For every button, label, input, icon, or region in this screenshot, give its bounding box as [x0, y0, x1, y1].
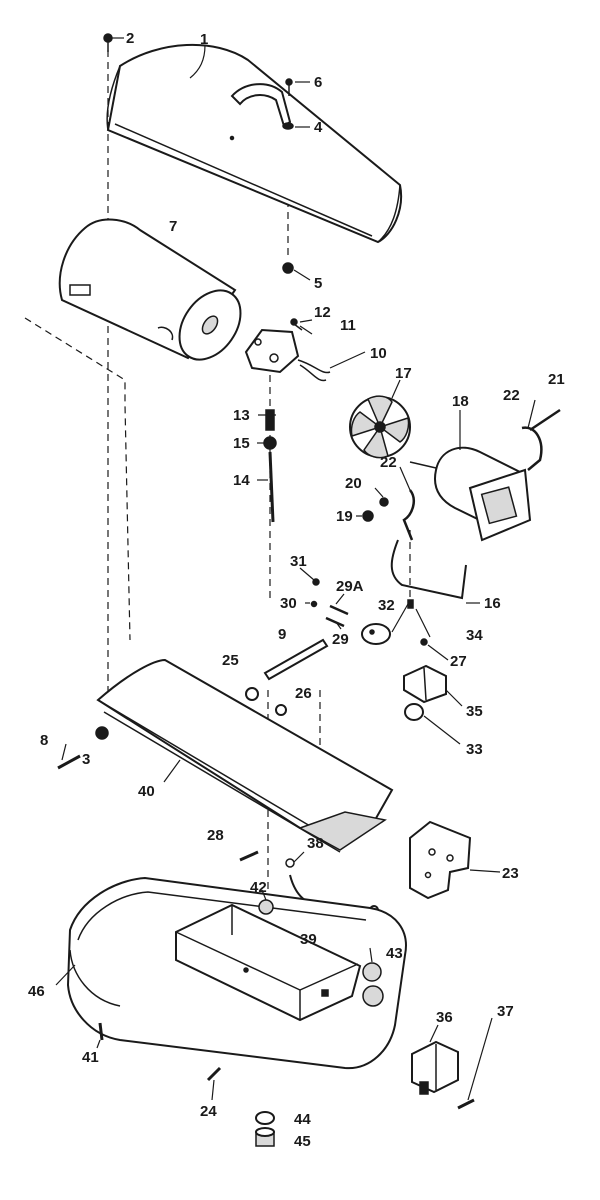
callout-28: 28 — [207, 827, 224, 844]
part-42-grommet — [258, 899, 274, 915]
part-40-lower-shell — [96, 658, 394, 853]
callout-2: 2 — [126, 30, 134, 47]
callout-40: 40 — [138, 783, 155, 800]
callout-34: 34 — [466, 627, 483, 644]
part-20-nut — [379, 497, 389, 507]
callout-35: 35 — [466, 703, 483, 720]
part-15-nut — [263, 436, 277, 450]
part-7-combustion-chamber — [58, 218, 242, 361]
callout-41: 41 — [82, 1049, 99, 1066]
callout-11: 11 — [340, 317, 356, 334]
callout-labels: 1 2 3 4 5 6 7 8 9 10 11 12 13 14 15 16 1… — [28, 30, 565, 1150]
callout-14: 14 — [233, 472, 250, 489]
callout-29: 29 — [332, 631, 349, 648]
part-19-nut — [362, 510, 374, 522]
part-1-top-shell — [106, 44, 403, 244]
callout-32: 32 — [378, 597, 395, 614]
callout-22-lower: 22 — [380, 454, 397, 471]
part-21-screw — [529, 408, 561, 432]
part-18-motor — [409, 446, 532, 542]
part-28-screw — [239, 850, 259, 862]
part-2-screw — [103, 33, 113, 52]
callout-25: 25 — [222, 652, 239, 669]
callout-24: 24 — [200, 1103, 217, 1120]
callout-27: 27 — [450, 653, 467, 670]
callout-10: 10 — [370, 345, 387, 362]
callout-4: 4 — [314, 119, 323, 136]
callout-16: 16 — [484, 595, 501, 612]
callout-3: 3 — [82, 751, 90, 768]
callout-6: 6 — [314, 74, 322, 91]
part-37-screw — [457, 1098, 475, 1110]
callout-19: 19 — [336, 508, 353, 525]
callout-22-upper: 22 — [503, 387, 520, 404]
part-35-switch — [403, 664, 447, 704]
callout-5: 5 — [314, 275, 322, 292]
part-30-washer — [310, 600, 318, 608]
part-29a-fitting — [329, 604, 349, 616]
part-16-wire — [390, 539, 467, 600]
part-8-screw — [57, 754, 81, 770]
callout-37: 37 — [497, 1003, 514, 1020]
part-43-fuel-cap — [362, 962, 384, 1007]
callout-1: 1 — [200, 31, 208, 48]
callout-30: 30 — [280, 595, 297, 612]
part-41-screw — [98, 1022, 104, 1041]
part-33-knob — [404, 703, 424, 721]
part-38-grommet — [285, 858, 295, 868]
callout-leaders — [55, 37, 536, 1101]
callout-36: 36 — [436, 1009, 453, 1026]
part-31-screw — [312, 578, 320, 586]
callout-21: 21 — [548, 371, 565, 388]
callout-43: 43 — [386, 945, 403, 962]
part-22-bracket-upper — [521, 426, 543, 471]
callout-42: 42 — [250, 879, 267, 896]
part-13-nozzle — [265, 409, 275, 431]
callout-20: 20 — [345, 475, 362, 492]
callout-33: 33 — [466, 741, 483, 758]
part-32-filter — [361, 623, 391, 645]
callout-9: 9 — [278, 626, 286, 643]
callout-13: 13 — [233, 407, 250, 424]
callout-39: 39 — [300, 931, 317, 948]
part-12-screw — [290, 318, 303, 331]
part-45-drain-plug — [255, 1127, 275, 1147]
part-44-washer — [255, 1111, 275, 1125]
part-22-bracket-lower — [402, 489, 415, 541]
callout-8: 8 — [40, 732, 48, 749]
callout-31: 31 — [290, 553, 307, 570]
callout-26: 26 — [295, 685, 312, 702]
callout-17: 17 — [395, 365, 412, 382]
callout-18: 18 — [452, 393, 469, 410]
part-14-tube — [268, 451, 275, 523]
callout-45: 45 — [294, 1133, 311, 1150]
callout-29a: 29A — [336, 578, 364, 595]
part-26-grommet — [275, 704, 287, 716]
callout-15: 15 — [233, 435, 250, 452]
part-34-clip — [407, 599, 414, 609]
callout-38: 38 — [307, 835, 324, 852]
callout-46: 46 — [28, 983, 45, 1000]
callout-12: 12 — [314, 304, 331, 321]
part-23-bracket — [409, 820, 472, 900]
part-36-control-module — [411, 1040, 459, 1095]
callout-23: 23 — [502, 865, 519, 882]
callout-44: 44 — [294, 1111, 311, 1128]
part-27-screw — [420, 638, 428, 646]
part-9-fuel-line — [263, 638, 329, 681]
part-17-fan — [349, 395, 411, 459]
part-4-handle — [230, 83, 294, 130]
part-25-grommet — [245, 687, 259, 701]
tank-tray — [175, 903, 362, 1022]
part-10-igniter-bracket — [244, 328, 331, 382]
part-5-nut — [282, 262, 294, 274]
callout-7: 7 — [169, 218, 177, 235]
part-6-screw — [285, 78, 293, 96]
part-24-screw — [206, 1066, 222, 1082]
part-29-fitting — [325, 616, 345, 628]
part-3-nut — [95, 726, 109, 740]
